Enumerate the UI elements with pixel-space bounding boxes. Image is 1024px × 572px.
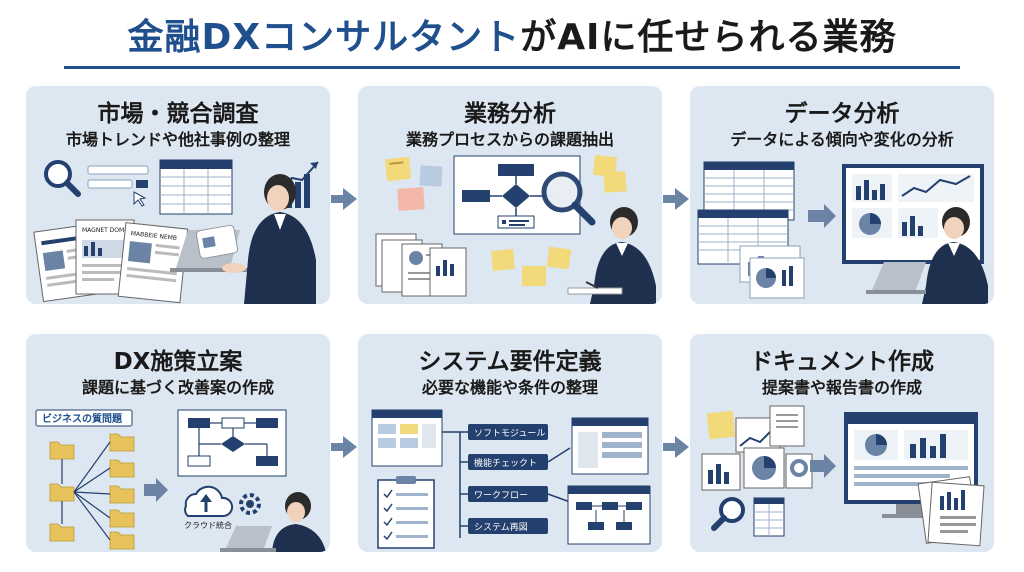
gear-icon (239, 493, 261, 515)
screen-mockup (371, 409, 443, 467)
page-title: 金融DXコンサルタントがAIに任せられる業務 (0, 8, 1024, 60)
report-documents: MAGNET DOMNIURE MABBEIE NEMB (33, 219, 189, 304)
plan-flowchart (177, 409, 287, 477)
sticky-notes-right (593, 154, 627, 193)
flow-item-label: ソフトモジュール (474, 429, 545, 439)
sticky-notes-bottom (491, 246, 572, 286)
flow-item: ワークフロー (468, 486, 548, 502)
flow-item-label: 機能チェックト (474, 457, 537, 469)
card-title: システム要件定義 (418, 349, 602, 375)
card-market-research: 市場・競合調査 市場トレンドや他社事例の整理 (26, 86, 330, 304)
business-analysis-illustration (375, 154, 656, 304)
consultant-figure (220, 492, 326, 552)
magnifier-icon (711, 497, 745, 531)
card-subtitle: 課題に基づく改善案の作成 (81, 378, 274, 397)
printed-reports (917, 476, 985, 547)
cloud-integration-label: クラウド統合 (184, 520, 232, 530)
doc-label-2: MABBEIE NEMB (130, 230, 177, 242)
dx-planning-illustration: ビジネスの質問題 (35, 409, 326, 552)
magnifier-icon (541, 171, 596, 226)
consultant-figure (866, 207, 988, 304)
card-subtitle: 必要な機能や条件の整理 (421, 378, 598, 397)
magnifier-icon (44, 160, 81, 197)
page-title-rest: がAIに任せられる業務 (520, 17, 897, 58)
card-documentation: ドキュメント作成 提案書や報告書の作成 (690, 334, 994, 552)
page-title-highlight: 金融DXコンサルタント (127, 17, 521, 58)
spreadsheet-stack (697, 161, 795, 265)
consultant-figure (170, 174, 316, 304)
card-title: DX施策立案 (113, 349, 243, 375)
card-data-analysis: データ分析 データによる傾向や変化の分析 (690, 86, 994, 304)
documentation-illustration (701, 405, 985, 547)
cloud-upload-icon (184, 485, 233, 517)
flow-item-label: システム再図 (474, 522, 528, 533)
card-title: 業務分析 (464, 101, 556, 127)
flow-arrow-4-5 (331, 436, 357, 458)
market-research-illustration: MAGNET DOMNIURE MABBEIE NEMB (33, 159, 319, 304)
flow-item: 機能チェックト (468, 454, 548, 470)
flow-arrow-1-2 (331, 188, 357, 210)
system-screen-bottom (567, 485, 651, 545)
sticky-notes-left (384, 156, 443, 211)
flow-item: ソフトモジュール (468, 424, 548, 440)
system-requirements-illustration: ソフトモジュール 機能チェックト ワークフロー システム再図 (371, 409, 651, 549)
spreadsheet-icon (159, 159, 233, 215)
flow-item-label: ワークフロー (474, 490, 528, 501)
consultant-figure (567, 207, 656, 304)
issue-tag-label: ビジネスの質問題 (42, 412, 123, 425)
flow-arrow-2-3 (663, 188, 689, 210)
flow-arrow (808, 204, 836, 228)
requirement-flow: ソフトモジュール 機能チェックト ワークフロー システム再図 (442, 424, 571, 538)
card-title: 市場・競合調査 (97, 101, 259, 127)
data-analysis-illustration (697, 161, 988, 304)
title-underline (64, 66, 960, 69)
card-title: ドキュメント作成 (750, 349, 934, 375)
card-title: データ分析 (784, 101, 900, 127)
flow-item: システム再図 (468, 518, 548, 534)
document-stack (375, 233, 467, 297)
card-subtitle: 業務プロセスからの課題抽出 (405, 130, 614, 149)
flow-arrow (810, 454, 836, 478)
card-system-requirements: システム要件定義 必要な機能や条件の整理 (358, 334, 662, 552)
system-screen-top (571, 417, 649, 475)
flow-arrow (144, 478, 168, 502)
pie-chart-card (749, 257, 805, 299)
search-bars (87, 165, 149, 207)
table-document (753, 497, 785, 537)
process-flowchart (453, 155, 581, 235)
card-subtitle: 提案書や報告書の作成 (761, 378, 922, 397)
card-dx-planning: DX施策立案 課題に基づく改善案の作成 ビジネスの質問題 (26, 334, 330, 552)
card-business-analysis: 業務分析 業務プロセスからの課題抽出 (358, 86, 662, 304)
checklist-clipboard (377, 476, 435, 549)
card-subtitle: 市場トレンドや他社事例の整理 (65, 130, 290, 149)
document-collage (701, 405, 813, 491)
flow-arrow-5-6 (663, 436, 689, 458)
folder-tree (49, 433, 135, 550)
doc-label-1: MAGNET DOMNIURE (82, 227, 143, 234)
card-subtitle: データによる傾向や変化の分析 (730, 130, 954, 149)
